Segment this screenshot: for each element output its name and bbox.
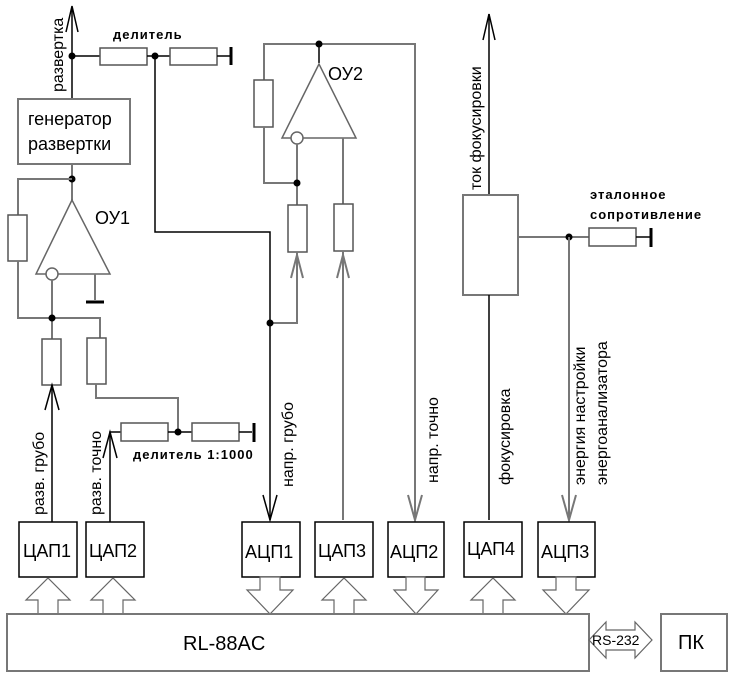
label-focus-current: ток фокусировки: [468, 66, 485, 190]
converter-dac2: ЦАП2: [85, 521, 145, 615]
sweep-coarse-line: [44, 382, 60, 522]
bus-arrow-up: [469, 577, 517, 615]
opamp1-label: ОУ1: [95, 208, 130, 228]
label-energy-2: энергоанализатора: [594, 341, 611, 485]
converter-dac4: ЦАП4: [463, 521, 523, 615]
label-focusing: фокусировка: [497, 388, 514, 485]
dac2-label: ЦАП2: [89, 541, 137, 561]
converter-adc1: АЦП1: [241, 521, 301, 615]
label-reference-2: сопротивление: [590, 207, 702, 222]
rs232-arrow: [588, 620, 653, 660]
voltage-fine-arrow: [407, 494, 423, 524]
adc1-label: АЦП1: [245, 542, 293, 562]
sweep-output-line: [65, 5, 79, 98]
focus-block: [462, 194, 519, 296]
generator-label-1: генератор: [28, 109, 112, 129]
controller-block: [6, 613, 590, 672]
dac3-label: ЦАП3: [318, 541, 366, 561]
label-divider: делитель: [113, 27, 183, 42]
bus-arrow-down: [392, 576, 440, 615]
converter-adc3: АЦП3: [537, 521, 596, 615]
label-divider-1000: делитель 1:1000: [133, 447, 254, 462]
bus-arrow-up: [89, 577, 137, 615]
bus-arrow-down: [541, 576, 591, 615]
resistor: [99, 47, 148, 66]
rs232-label: RS-232: [592, 632, 640, 648]
converter-dac1: ЦАП1: [18, 521, 78, 615]
divider-top: [72, 47, 271, 320]
sweep-generator-block: [17, 98, 131, 165]
bus-arrow-down: [245, 576, 295, 615]
opamp2-circuit: [253, 40, 416, 520]
label-reference-1: эталонное: [590, 187, 667, 202]
converter-adc2: АЦП2: [387, 521, 445, 615]
pc-label: ПК: [678, 632, 704, 654]
adc3-label: АЦП3: [541, 542, 589, 562]
controller-label: RL-88AC: [183, 633, 265, 655]
label-sweep: развертка: [50, 18, 67, 92]
label-energy-1: энергия настройки: [572, 347, 589, 485]
label-sweep-coarse: разв. грубо: [31, 432, 48, 515]
opamp1-circuit: [7, 164, 179, 432]
focus-current-line: [482, 13, 496, 195]
bus-arrow-up: [320, 577, 368, 615]
dac4-label: ЦАП4: [467, 539, 515, 559]
reference-resistor-circuit: [518, 227, 653, 524]
resistor: [169, 47, 218, 66]
bus-arrow-up: [24, 577, 72, 615]
generator-label-2: развертки: [28, 134, 111, 154]
label-voltage-fine: напр. точно: [425, 397, 442, 483]
adc2-label: АЦП2: [390, 542, 438, 562]
voltage-coarse-line: [262, 319, 278, 523]
label-voltage-coarse: напр. грубо: [280, 402, 297, 487]
opamp1-symbol: [34, 198, 112, 275]
label-sweep-fine: разв. точно: [88, 431, 105, 515]
opamp2-symbol: [280, 62, 358, 139]
dac1-label: ЦАП1: [23, 541, 71, 561]
pc-block: [660, 613, 728, 672]
opamp2-label: ОУ2: [328, 64, 363, 84]
converter-dac3: ЦАП3: [314, 521, 374, 615]
divider-1000: [102, 422, 256, 522]
